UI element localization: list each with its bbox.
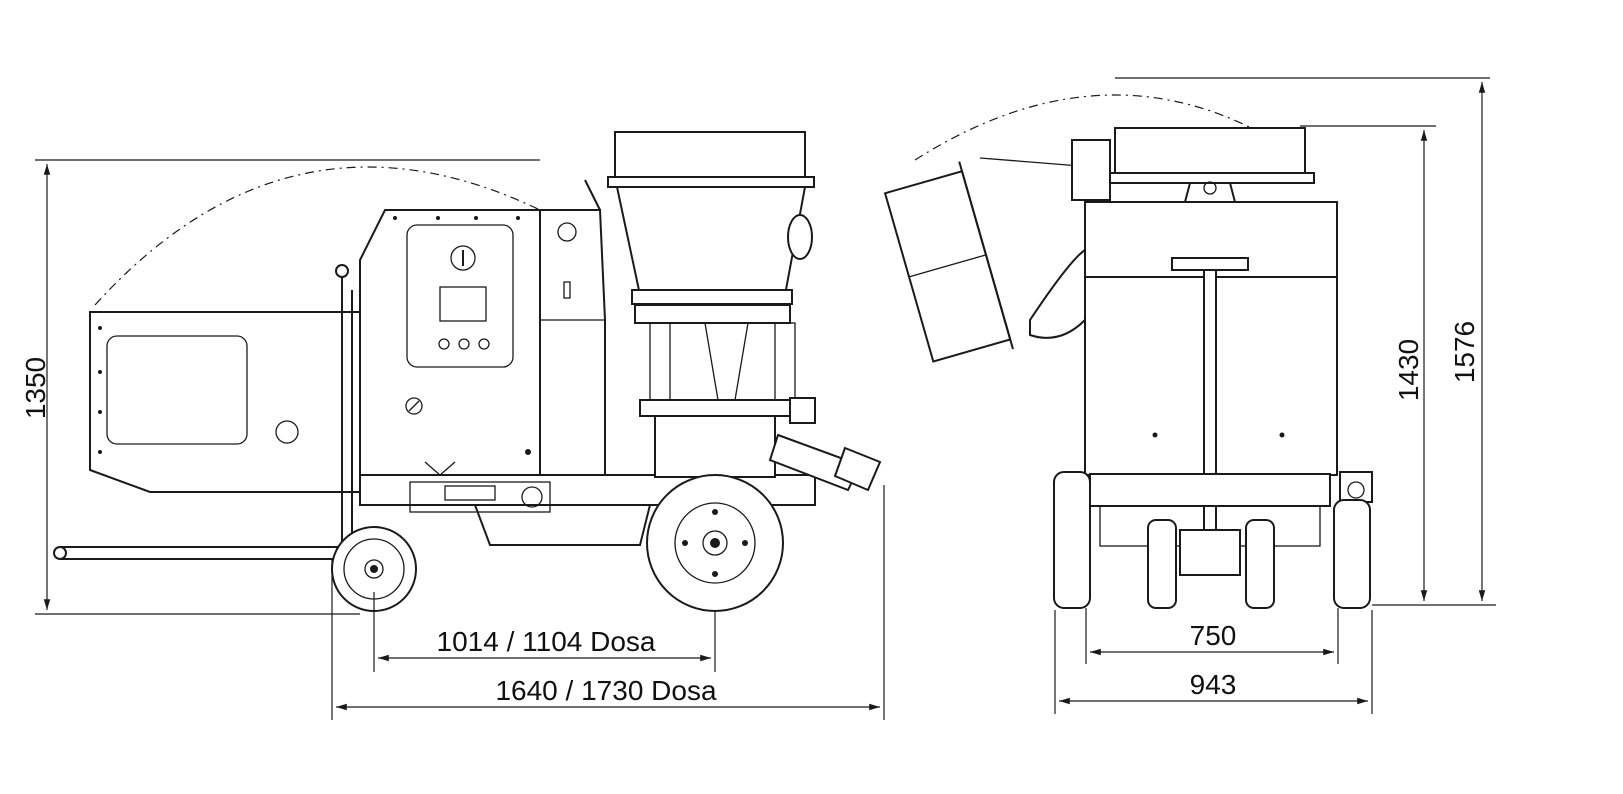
front-wheel-right: [1333, 499, 1371, 609]
rotor-plate: [634, 304, 791, 324]
label-front-track: 750: [1190, 620, 1237, 651]
tilted-hopper: [883, 161, 1014, 363]
large-wheel: [646, 474, 784, 612]
hopper-top: [614, 131, 806, 178]
control-display: [439, 286, 487, 322]
electrical-column: [539, 209, 606, 476]
label-front-height-closed: 1430: [1393, 339, 1424, 401]
front-view-machine: [883, 94, 1373, 609]
label-wheelbase: 1014 / 1104 Dosa: [437, 626, 656, 657]
side-view-machine: [53, 131, 882, 612]
side-panel: [89, 311, 361, 493]
control-panel: [406, 224, 514, 368]
side-dimensions: [35, 159, 885, 720]
front-small-wheel-left: [1147, 519, 1177, 609]
label-overall-length: 1640 / 1730 Dosa: [495, 675, 716, 706]
front-dimensions: [1054, 77, 1496, 714]
front-handle-bar: [1171, 257, 1249, 271]
label-front-height-open: 1576: [1449, 321, 1480, 383]
label-front-width: 943: [1190, 669, 1237, 700]
tow-bar: [61, 546, 338, 560]
hopper-cone: [615, 186, 807, 296]
label-side-height: 1350: [20, 357, 51, 419]
front-wheel-left: [1053, 471, 1091, 609]
rotor-housing: [654, 411, 776, 478]
front-small-wheel-right: [1245, 519, 1275, 609]
panel-swing-arc: [94, 166, 541, 306]
panel-window: [106, 335, 248, 445]
front-hopper-top: [1114, 127, 1306, 174]
front-chassis: [1089, 473, 1331, 507]
